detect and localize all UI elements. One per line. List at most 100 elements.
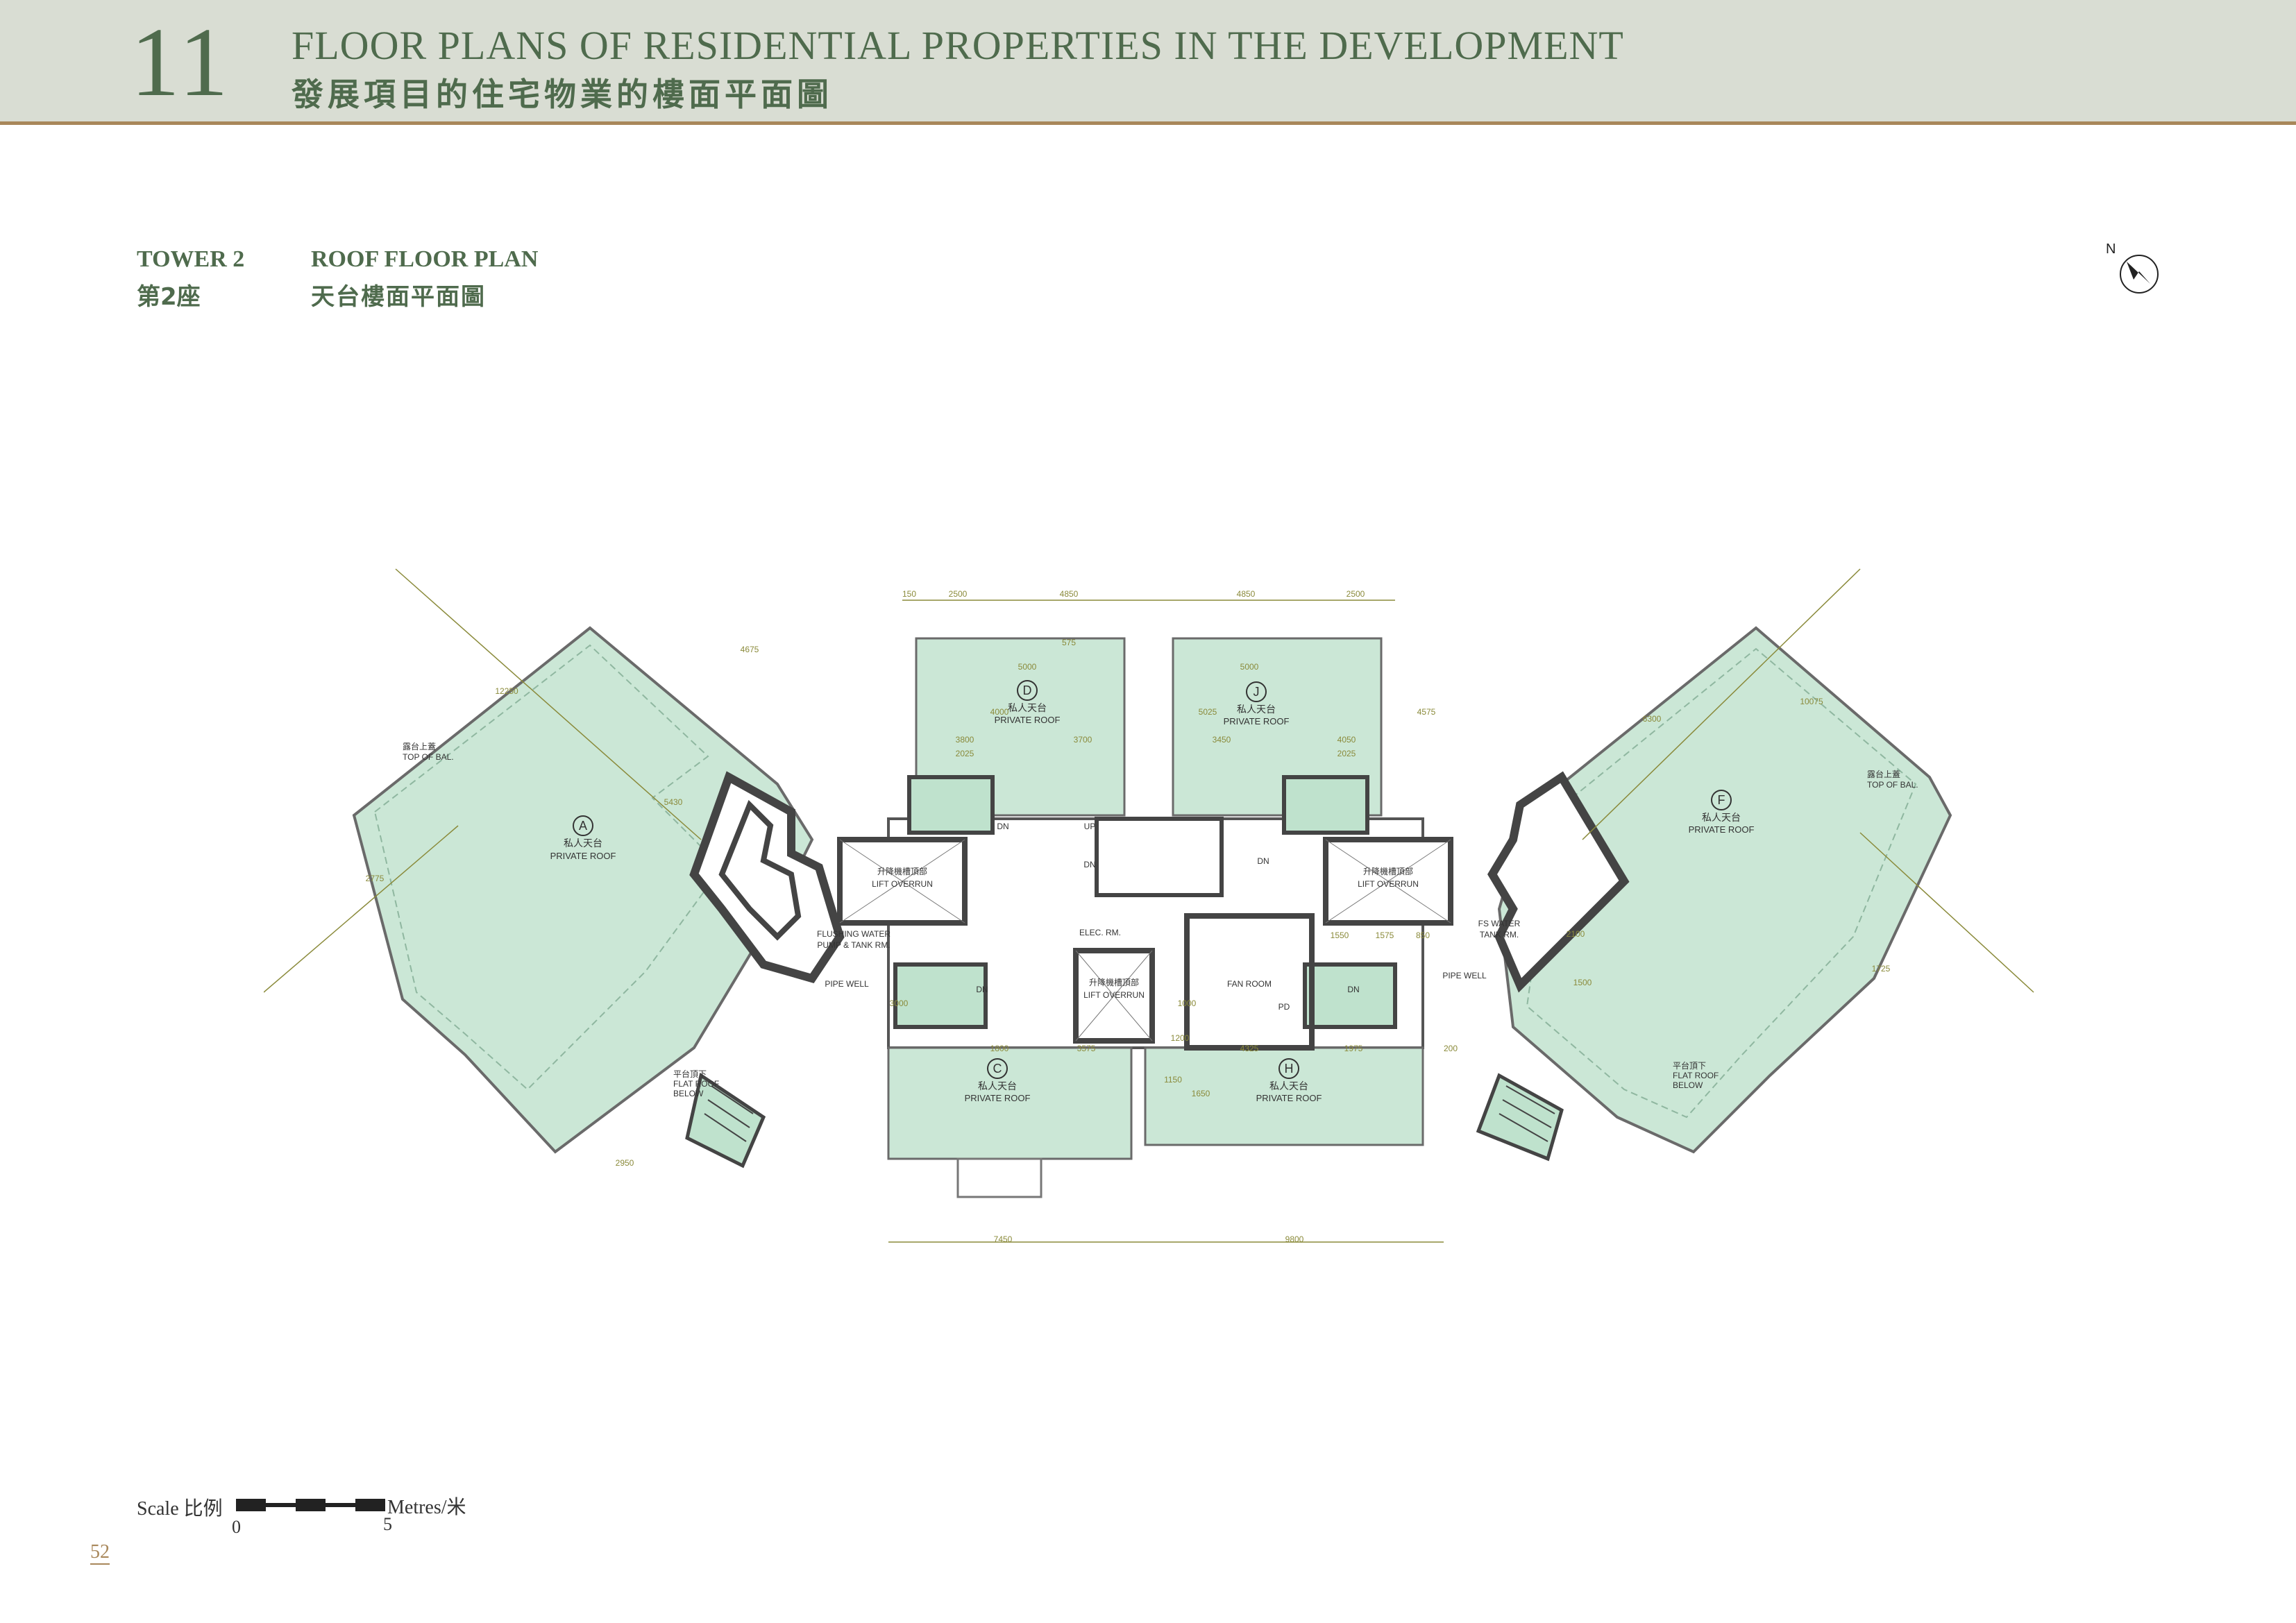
fs-tank-room-2: TANK RM. [1480, 930, 1519, 940]
flat-roof-en-right-2: BELOW [1673, 1080, 1703, 1090]
dim-label: 3000 [890, 999, 909, 1008]
north-arrow-icon: N [2106, 241, 2159, 294]
dim-label: 1200 [1171, 1033, 1190, 1043]
unit-h-en: PRIVATE ROOF [1256, 1093, 1322, 1103]
dim-label: 9800 [1285, 1234, 1304, 1244]
dim-label: 2950 [616, 1158, 634, 1168]
section-title-zh: 發展項目的住宅物業的樓面平面圖 [292, 76, 833, 113]
dim-label: 3700 [1074, 735, 1092, 745]
flushing-room-2: PUMP & TANK RM. [817, 940, 890, 950]
wing-a-stair [685, 1072, 766, 1169]
roof-floor-plan-drawing: A 私人天台 PRIVATE ROOF D 私人天台 PRIVATE ROOF … [264, 568, 2034, 1244]
flushing-room-1: FLUSHING WATER [817, 929, 890, 939]
dimension-labels: 150 2500 4850 4850 2500 5000 5000 3800 3… [366, 589, 1891, 1244]
plan-title-en: ROOF FLOOR PLAN [311, 246, 539, 272]
dim-label: 1575 [1376, 931, 1394, 940]
notes: 露台上蓋 TOP OF BAL. 露台上蓋 TOP OF BAL. 平台頂下 F… [403, 741, 1918, 1098]
tower-label-zh: 第2座 [137, 283, 201, 311]
stair-dn-label-4: DN [976, 985, 988, 994]
dim-label: 1975 [1344, 1044, 1363, 1053]
unit-a-en: PRIVATE ROOF [550, 851, 616, 861]
wing-f-stair [1476, 1073, 1564, 1162]
plan-title-zh: 天台樓面平面圖 [311, 283, 486, 311]
dim-label: 4675 [741, 645, 759, 654]
dim-label: 12250 [495, 686, 518, 696]
dim-label: 2775 [366, 874, 385, 883]
dimension-lines [264, 568, 2034, 1243]
lift-right-en: LIFT OVERRUN [1358, 879, 1419, 889]
unit-f-en: PRIVATE ROOF [1689, 824, 1755, 835]
dim-label: 3800 [956, 735, 974, 745]
elec-room: ELEC. RM. [1079, 928, 1121, 937]
page-header: 11 FLOOR PLANS OF RESIDENTIAL PROPERTIES… [0, 0, 2296, 125]
dim-label: 4000 [990, 707, 1009, 717]
unit-a-zh: 私人天台 [564, 838, 602, 849]
dim-label: 575 [1062, 638, 1076, 647]
flat-roof-en-left-2: BELOW [673, 1089, 704, 1098]
dim-label: 3575 [1077, 1044, 1096, 1053]
dim-label: 2500 [949, 589, 968, 599]
unit-labels: A 私人天台 PRIVATE ROOF D 私人天台 PRIVATE ROOF … [550, 680, 1755, 1103]
lift-shafts [837, 837, 1453, 1051]
unit-h-id: H [1285, 1062, 1294, 1076]
lift-mid-zh: 升降機槽頂部 [1089, 977, 1139, 987]
unit-d-id: D [1023, 683, 1032, 697]
dim-label: 10075 [1800, 697, 1823, 706]
unit-f-zh: 私人天台 [1702, 812, 1741, 823]
fs-tank-room-1: FS WATER [1478, 919, 1521, 928]
dim-label: 1500 [1573, 978, 1592, 987]
section-number: 11 [130, 7, 231, 117]
top-of-bal-en-left: TOP OF BAL. [403, 752, 454, 762]
fan-room: FAN ROOM [1227, 979, 1272, 989]
dim-label: 5000 [1018, 662, 1037, 672]
stair-dn-label-1: DN [1083, 860, 1095, 869]
north-label: N [2106, 241, 2116, 257]
wing-f-outline [1497, 626, 1952, 1154]
dim-label: 2025 [956, 749, 974, 758]
scale-tick-five: 5 [383, 1514, 392, 1534]
scale-unit: Metres/米 [387, 1497, 466, 1518]
flat-roof-zh-left: 平台頂下 [673, 1069, 707, 1079]
unit-d-en: PRIVATE ROOF [995, 715, 1061, 725]
scale-label: Scale 比例 [137, 1498, 223, 1520]
flat-roof-en-left-1: FLAT ROOF [673, 1079, 719, 1089]
dim-label: 4850 [1237, 589, 1256, 599]
dim-label: 1150 [1164, 1075, 1182, 1085]
top-of-bal-zh-left: 露台上蓋 [403, 741, 436, 751]
pipe-well-left: PIPE WELL [825, 979, 869, 989]
unit-c-id: C [993, 1062, 1002, 1076]
unit-j-id: J [1253, 685, 1260, 699]
lift-left-en: LIFT OVERRUN [872, 879, 933, 889]
unit-c-zh: 私人天台 [978, 1080, 1017, 1091]
dim-label: 6300 [1643, 714, 1662, 724]
dim-label: 850 [1416, 931, 1430, 940]
dim-label: 5000 [1240, 662, 1259, 672]
unit-f-id: F [1718, 793, 1725, 807]
pipe-well-right: PIPE WELL [1442, 971, 1487, 980]
dim-label: 4050 [1337, 735, 1356, 745]
dim-label: 1800 [990, 1044, 1009, 1053]
unit-a-id: A [579, 819, 587, 833]
page-number: 52 [90, 1541, 110, 1565]
dim-label: 2500 [1347, 589, 1365, 599]
flat-roof-zh-right: 平台頂下 [1673, 1060, 1706, 1071]
stair-dn-label-2: DN [997, 822, 1008, 831]
dim-label: 5025 [1199, 707, 1217, 717]
unit-d-zh: 私人天台 [1008, 702, 1047, 713]
dim-label: 2025 [1337, 749, 1356, 758]
wing-a-core [689, 771, 845, 983]
room-labels: 升降機槽頂部 LIFT OVERRUN 升降機槽頂部 LIFT OVERRUN … [817, 822, 1521, 1012]
dim-label: 1650 [1192, 1089, 1210, 1098]
unit-j-en: PRIVATE ROOF [1224, 716, 1290, 726]
flat-roof-en-right-1: FLAT ROOF [1673, 1071, 1719, 1080]
lift-right-zh: 升降機槽頂部 [1363, 866, 1413, 876]
dim-label: 1550 [1331, 931, 1349, 940]
dim-label: 150 [902, 589, 916, 599]
dim-label: 200 [1444, 1044, 1458, 1053]
lift-left-zh: 升降機槽頂部 [877, 866, 927, 876]
unit-h-zh: 私人天台 [1269, 1080, 1308, 1091]
dim-label: 7450 [994, 1234, 1013, 1244]
top-of-bal-zh-right: 露台上蓋 [1867, 769, 1900, 779]
dim-label: 5430 [664, 797, 683, 807]
wing-a-outline [352, 626, 814, 1154]
